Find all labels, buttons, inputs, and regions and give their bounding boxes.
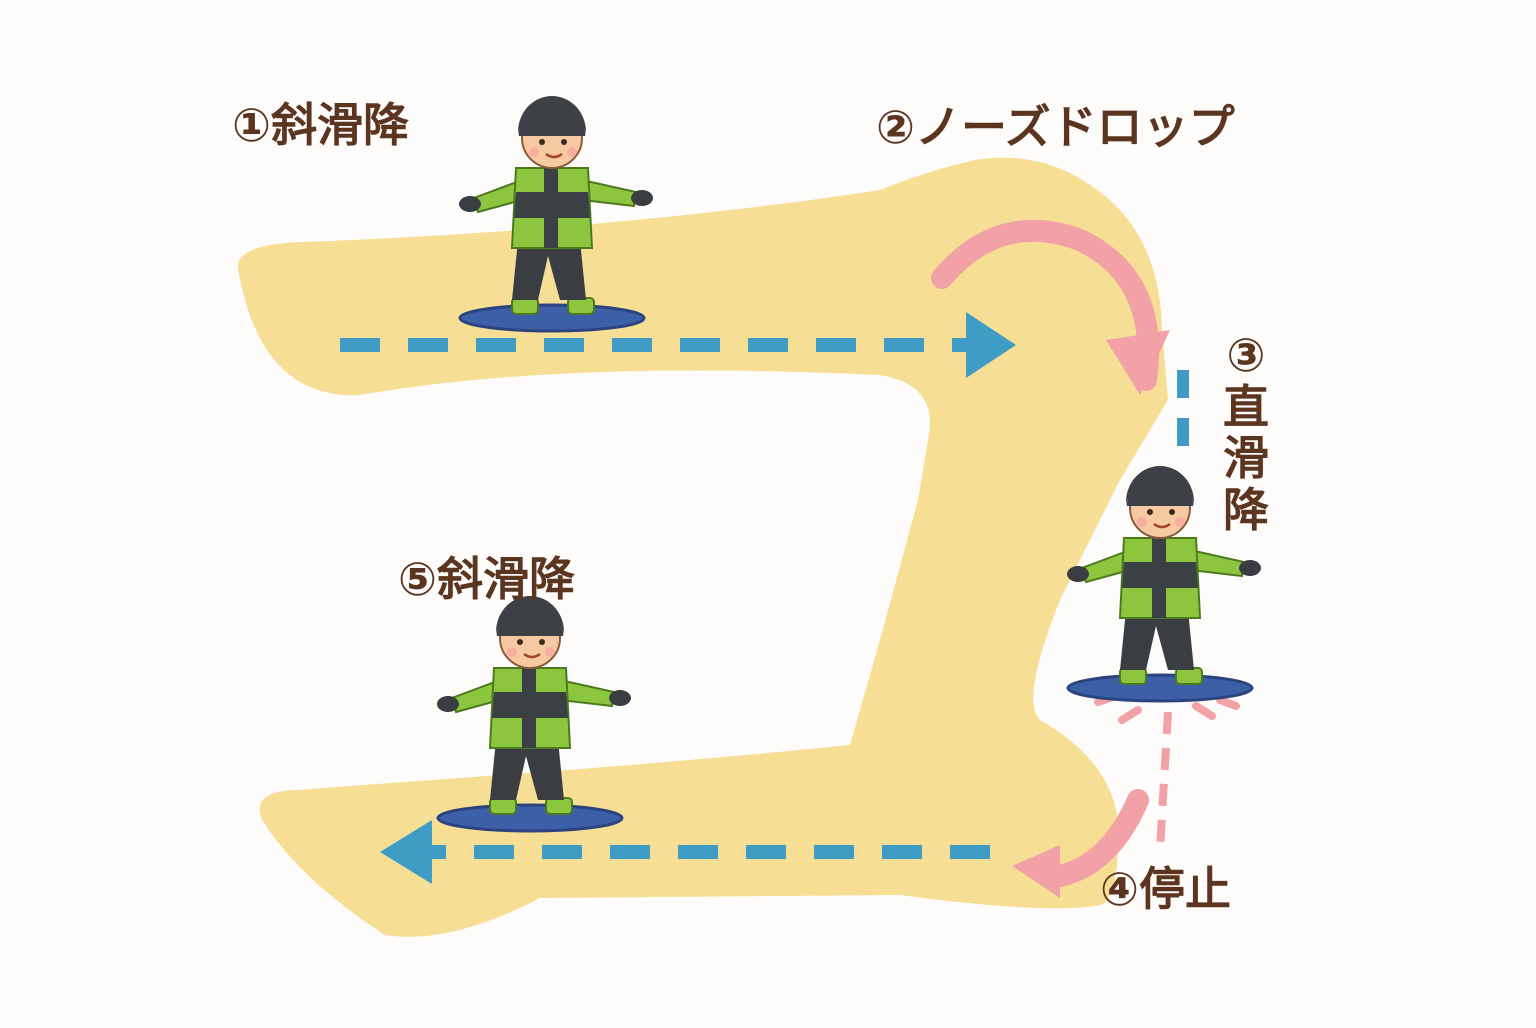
- stop-dashed-line: [1156, 711, 1172, 851]
- label-step3: ③ 直 滑 降: [1218, 328, 1274, 537]
- turn-arrowhead-bottom: [1012, 845, 1060, 898]
- label-step4: ④停止: [1100, 862, 1231, 916]
- turn-arrow-bottom: [1039, 789, 1149, 889]
- traverse-arrowhead-top: [966, 312, 1016, 378]
- nose-drop-arrow: [931, 219, 1160, 391]
- slope-course: [237, 157, 1168, 937]
- label-step3-char1: 直: [1223, 379, 1269, 434]
- traverse-arrowhead-bottom: [380, 820, 432, 884]
- label-step1: ①斜滑降: [232, 98, 409, 152]
- label-step5: ⑤斜滑降: [398, 552, 575, 606]
- label-step3-number: ③: [1226, 328, 1266, 382]
- nose-drop-arrowhead: [1106, 330, 1170, 395]
- label-step3-char3: 降: [1223, 482, 1269, 537]
- label-step2: ②ノーズドロップ: [876, 100, 1235, 154]
- label-step3-char2: 滑: [1223, 431, 1269, 486]
